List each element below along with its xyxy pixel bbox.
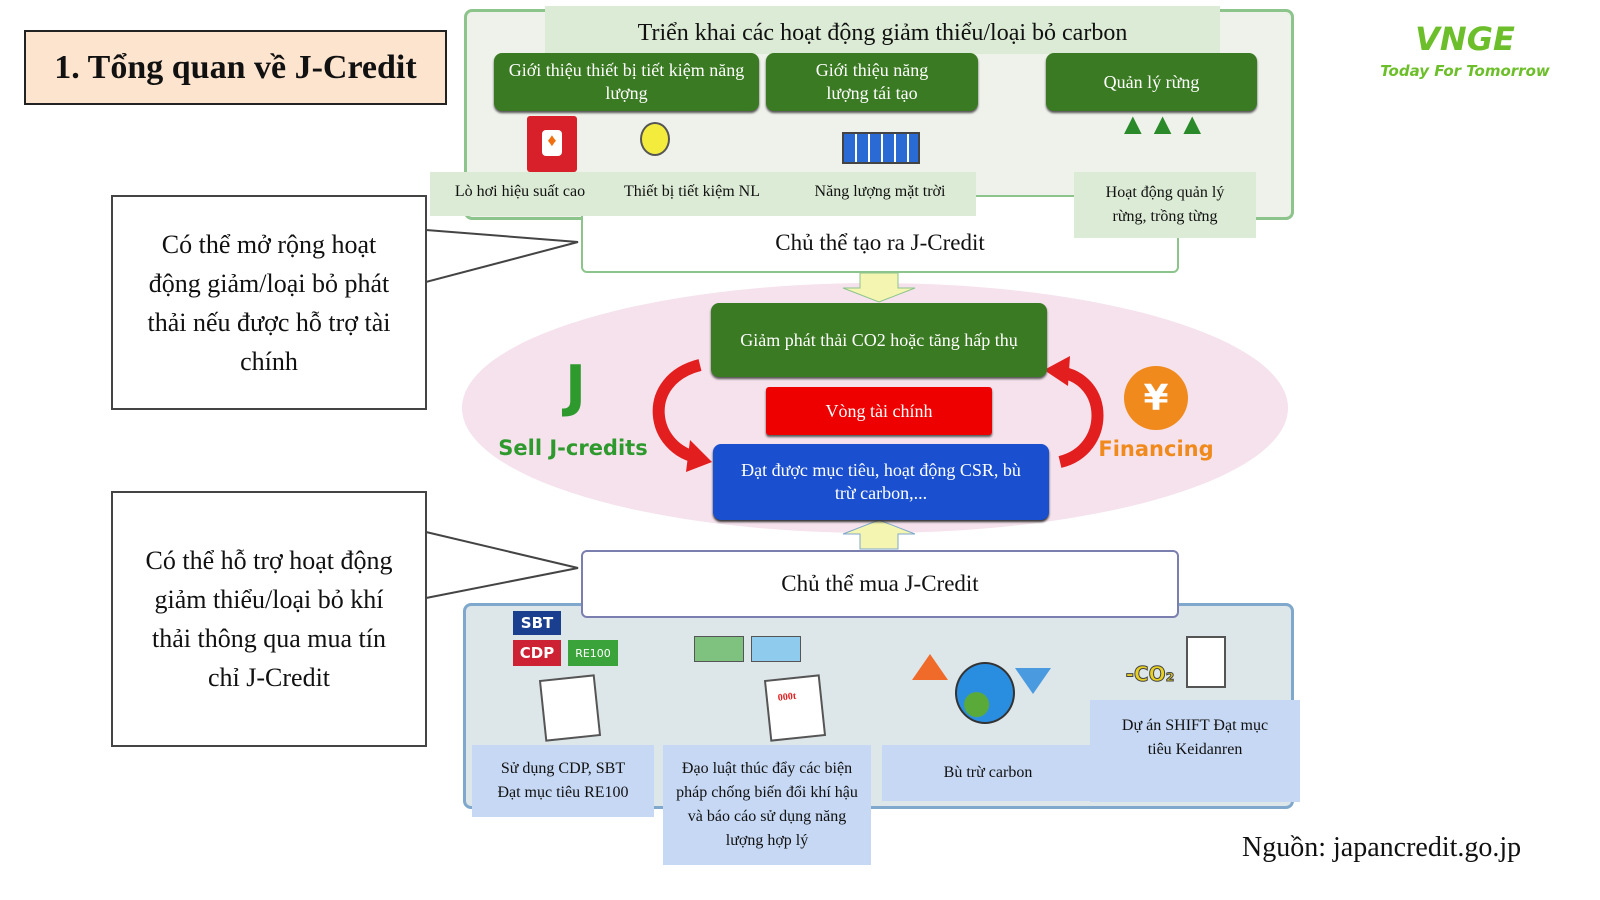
callout-financial-support: Có thể mở rộng hoạt động giảm/loại bỏ ph… [111, 195, 427, 410]
blue-box-icon [751, 636, 801, 662]
category-energy-saving: Giới thiệu thiết bị tiết kiệm năng lượng [494, 53, 759, 111]
yen-icon: ¥ [1124, 366, 1188, 430]
achieve-goal-box: Đạt được mục tiêu, hoạt động CSR, bù trừ… [713, 444, 1049, 520]
finance-loop-box: Vòng tài chính [766, 387, 992, 435]
logo-tagline: Today For Tomorrow [1380, 62, 1550, 80]
re100-badge: RE100 [568, 640, 618, 666]
cdp-badge: CDP [513, 640, 561, 666]
j-credit-landscape-icon: J [565, 354, 586, 419]
boiler-icon: ♦ [527, 116, 577, 172]
item-saving-device: Thiết bị tiết kiệm NL [624, 183, 760, 200]
item-boiler: Lò hơi hiệu suất cao [454, 183, 586, 200]
bottom-item-offset: Bù trừ carbon [882, 745, 1094, 801]
bottom-item-law: Đạo luật thúc đẩy các biện pháp chống bi… [663, 745, 871, 865]
item-solar: Năng lượng mặt trời [814, 183, 946, 200]
up-arrow-icon [912, 654, 948, 680]
creator-label: Chủ thể tạo ra J-Credit [775, 230, 985, 255]
callout-buy-credit: Có thể hỗ trợ hoạt động giảm thiểu/loại … [111, 491, 427, 747]
down-arrow-icon [1015, 668, 1051, 694]
source-label: Nguồn: japancredit.go.jp [1242, 832, 1522, 863]
building-icon [1186, 636, 1226, 688]
buyer-box: Chủ thể mua J-Credit [581, 550, 1179, 618]
co2-reduction-label: -CO₂ [1125, 662, 1175, 687]
bottom-item-shift: Dự án SHIFT Đạt mục tiêu Keidanren [1090, 700, 1300, 802]
lightbulb-icon [640, 122, 670, 156]
bottom-item-cdp-sbt: Sử dụng CDP, SBT Đạt mục tiêu RE100 [472, 745, 654, 817]
item-forest: Hoạt động quản lý rừng, trồng từng [1074, 172, 1256, 238]
top-heading: Triển khai các hoạt động giảm thiểu/loại… [545, 6, 1220, 54]
sell-jcredits-label: Sell J-credits [498, 436, 648, 460]
items-band [430, 172, 976, 216]
logo-brand: VNGE [1415, 20, 1515, 58]
financing-label: Financing [1098, 437, 1214, 461]
buyer-label: Chủ thể mua J-Credit [781, 571, 979, 596]
sbt-badge: SBT [513, 611, 561, 635]
earth-icon [955, 662, 1015, 724]
green-box-icon [694, 636, 744, 662]
report-mark: 000t [777, 690, 797, 704]
page-title: 1. Tổng quan về J-Credit [24, 30, 447, 105]
trees-icon: ▲▲▲ [1118, 108, 1208, 141]
solar-panel-icon [842, 132, 920, 164]
vnge-logo: VNGE Today For Tomorrow [1380, 20, 1550, 80]
category-renewable: Giới thiệu năng lượng tái tạo [766, 53, 978, 111]
documents-icon [538, 674, 602, 742]
category-forest: Quản lý rừng [1046, 53, 1257, 111]
report-document-icon: 000t [763, 674, 827, 742]
reduce-emission-box: Giảm phát thải CO2 hoặc tăng hấp thụ [711, 303, 1047, 377]
